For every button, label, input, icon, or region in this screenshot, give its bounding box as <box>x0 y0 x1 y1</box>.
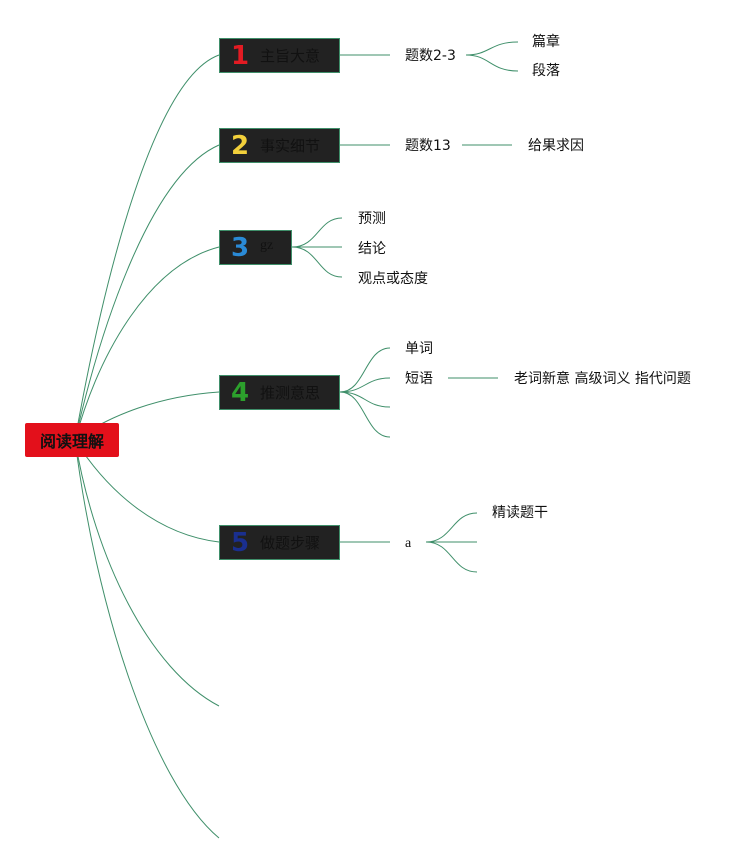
number-2-icon: 2 <box>230 130 250 161</box>
edge-root-extra1 <box>74 439 220 707</box>
t1-child-2[interactable]: 段落 <box>532 63 560 79</box>
t4-child-2[interactable]: 短语 <box>405 371 433 387</box>
edge-t4-child2 <box>339 377 391 393</box>
edge-root-topic2 <box>74 144 220 441</box>
edge-root-topic3 <box>74 246 220 441</box>
t4-leaf[interactable]: 老词新意 高级词义 指代问题 <box>514 371 691 387</box>
edge-root-topic5 <box>74 439 220 543</box>
t3-child-1[interactable]: 预测 <box>358 211 386 227</box>
topic-label: gz <box>260 237 274 253</box>
t2-subtopic[interactable]: 题数13 <box>405 138 451 154</box>
topic-label: 事实细节 <box>260 137 321 155</box>
t1-child-1[interactable]: 篇章 <box>532 34 560 50</box>
topic-node-1[interactable]: 1 主旨大意 <box>219 38 340 73</box>
edge-t5-child1 <box>425 512 478 543</box>
t5-child[interactable]: 精读题干 <box>492 505 548 521</box>
edge-t4-child4 <box>339 391 391 438</box>
t5-subtopic[interactable]: a <box>405 536 412 551</box>
number-5-icon: 5 <box>230 527 250 558</box>
t3-child-3[interactable]: 观点或态度 <box>358 271 428 287</box>
edge-t4-child1 <box>339 347 391 393</box>
root-node[interactable]: 阅读理解 <box>25 423 119 457</box>
root-label: 阅读理解 <box>39 432 104 451</box>
topic-node-5[interactable]: 5 做题步骤 <box>219 525 340 560</box>
number-1-icon: 1 <box>230 40 250 71</box>
edge-root-extra2 <box>74 439 220 839</box>
edge-root-topic1 <box>74 54 220 441</box>
topic-node-3[interactable]: 3 gz <box>219 230 292 265</box>
topic-node-4[interactable]: 4 推测意思 <box>219 375 340 410</box>
edge-t4-child3 <box>339 391 391 408</box>
t4-child-1[interactable]: 单词 <box>405 341 433 357</box>
edge-t1-child2 <box>465 54 519 72</box>
edge-t5-child3 <box>425 541 478 573</box>
topic-label: 推测意思 <box>260 384 321 402</box>
edge-t3-child1 <box>291 217 343 248</box>
t2-child[interactable]: 给果求因 <box>528 138 584 154</box>
topic-label: 做题步骤 <box>260 534 321 552</box>
number-4-icon: 4 <box>230 377 250 408</box>
number-3-icon: 3 <box>230 232 250 263</box>
edge-t3-child3 <box>291 246 343 278</box>
t1-subtopic[interactable]: 题数2-3 <box>405 48 456 64</box>
edge-t1-child1 <box>465 41 519 56</box>
t3-child-2[interactable]: 结论 <box>358 241 386 257</box>
topic-node-2[interactable]: 2 事实细节 <box>219 128 340 163</box>
topic-label: 主旨大意 <box>260 47 321 65</box>
